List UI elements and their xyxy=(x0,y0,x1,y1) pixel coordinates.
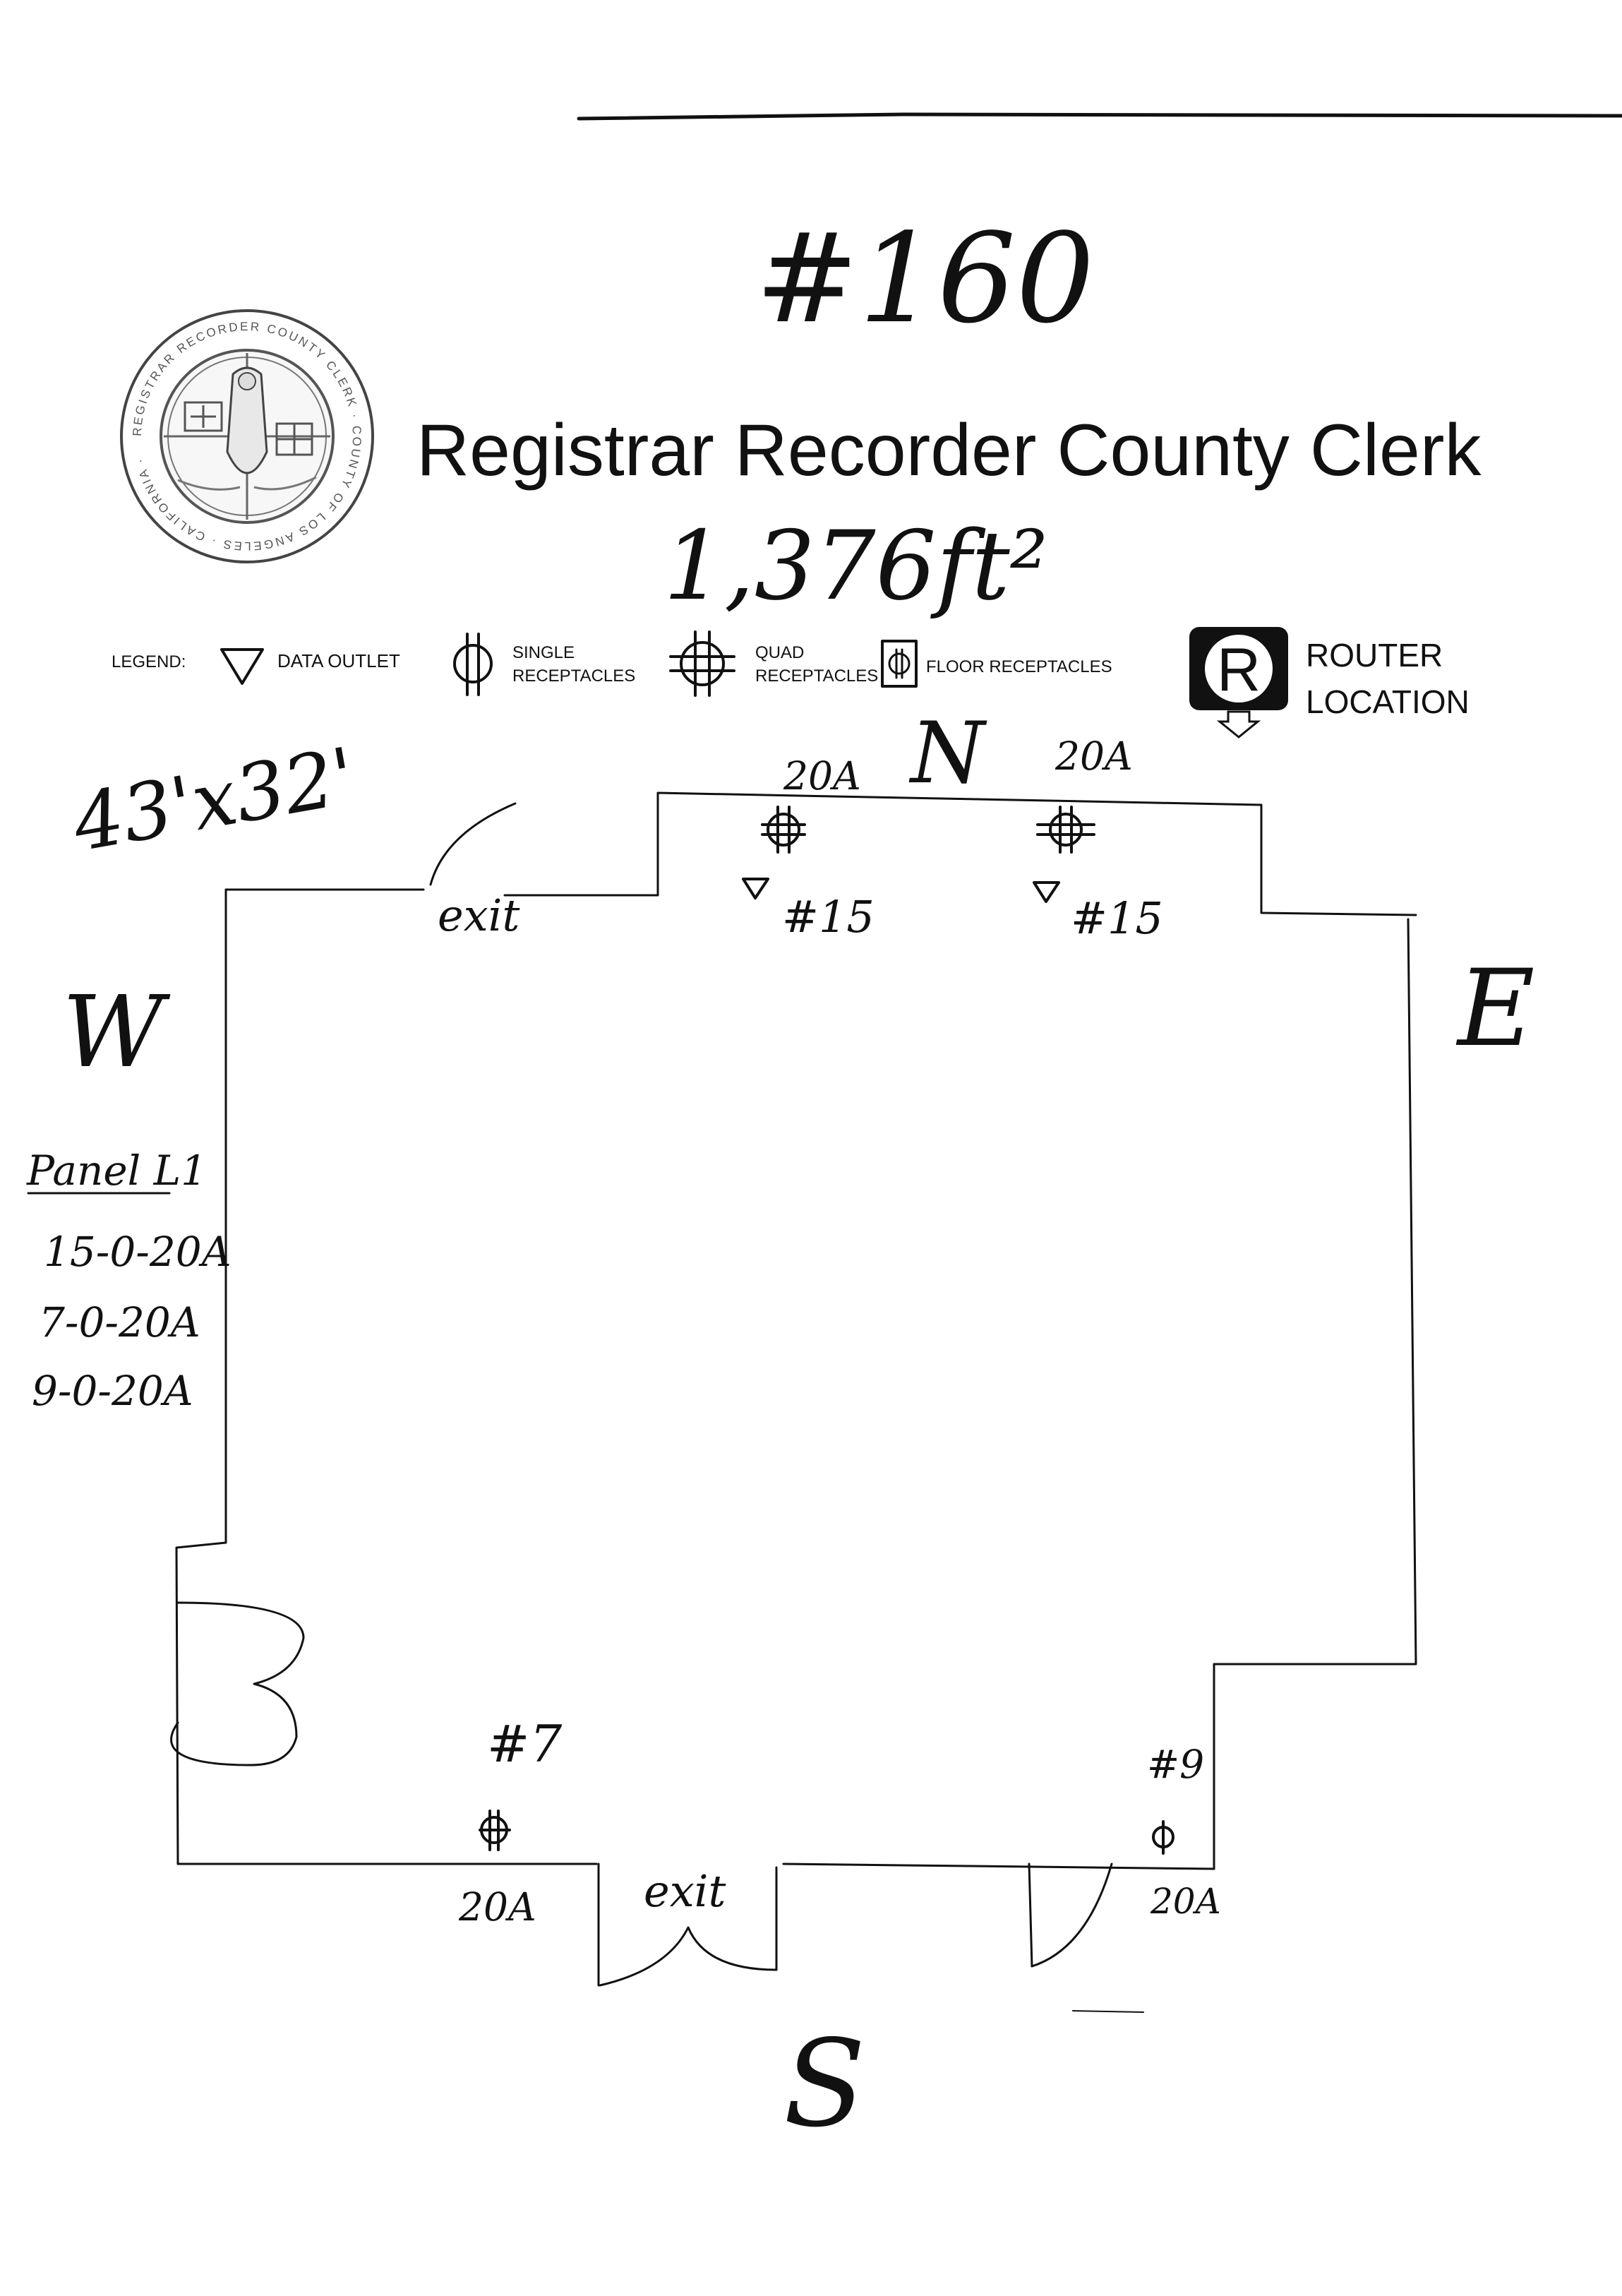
sheet-number: #160 xyxy=(755,208,1095,351)
legend-data-outlet: DATA OUTLET xyxy=(277,650,400,671)
north-left-amp: 20A xyxy=(783,753,861,799)
single-receptacle-south-right xyxy=(1152,1820,1175,1855)
legend-single-line1: SINGLE xyxy=(512,643,575,662)
door-swing-west xyxy=(170,1601,305,1766)
panel-title: Panel L1 xyxy=(26,1147,207,1195)
compass-south: S xyxy=(783,2014,865,2154)
compass-north: N xyxy=(908,705,987,803)
panel-circuit-3: 9-0-20A xyxy=(32,1367,193,1415)
door-swing-north-west xyxy=(429,802,517,886)
area-label: 1,376ft² xyxy=(663,510,1048,621)
south-left-circuit: #7 xyxy=(487,1714,562,1774)
north-right-circuit: #15 xyxy=(1071,892,1163,944)
legend-single-line2: RECEPTACLES xyxy=(512,666,635,686)
legend: LEGEND: DATA OUTLET SINGLE RECEPTACLES Q… xyxy=(112,627,1470,739)
doc-title: Registrar Recorder County Clerk xyxy=(416,409,1482,491)
exit-north-west: exit xyxy=(438,890,519,941)
router-icon: R xyxy=(1189,627,1288,739)
single-receptacle-icon xyxy=(453,633,493,696)
south-left-amp: 20A xyxy=(458,1884,536,1930)
legend-router-line1: ROUTER xyxy=(1306,637,1443,674)
data-outlet-icon xyxy=(220,648,264,685)
south-right-amp: 20A xyxy=(1150,1881,1221,1922)
quad-receptacle-icon xyxy=(669,630,735,697)
south-right-circuit: #9 xyxy=(1147,1742,1204,1787)
north-right-amp: 20A xyxy=(1055,734,1133,779)
data-outlet-north-left xyxy=(742,878,769,899)
single-receptacle-south-left xyxy=(479,1810,511,1851)
data-outlet-north-right xyxy=(1033,881,1060,903)
legend-label: LEGEND: xyxy=(112,652,186,671)
exit-south: exit xyxy=(644,1865,726,1917)
dimensions-label: 43'x32' xyxy=(66,731,362,869)
legend-quad-line2: RECEPTACLES xyxy=(755,666,878,686)
compass-east: E xyxy=(1455,947,1535,1070)
quad-receptacle-north-left xyxy=(761,806,806,854)
router-symbol: R xyxy=(1217,636,1261,704)
floor-receptacle-icon xyxy=(881,640,918,688)
legend-quad-line1: QUAD xyxy=(755,643,804,662)
scan-edge xyxy=(577,112,1622,121)
panel-circuit-2: 7-0-20A xyxy=(39,1298,200,1346)
north-left-circuit: #15 xyxy=(782,891,875,943)
quad-receptacle-north-right xyxy=(1036,806,1095,854)
panel-notes: Panel L1 15-0-20A 7-0-20A 9-0-20A xyxy=(26,1147,232,1415)
panel-circuit-1: 15-0-20A xyxy=(44,1228,232,1276)
door-swing-south xyxy=(599,1926,778,1987)
door-swing-south-east xyxy=(1031,1862,1113,1968)
legend-floor-receptacles: FLOOR RECEPTACLES xyxy=(926,657,1112,676)
compass-west: W xyxy=(62,975,171,1090)
legend-router-line2: LOCATION xyxy=(1306,683,1470,720)
county-seal: REGISTRAR RECORDER COUNTY CLERK · COUNTY… xyxy=(120,309,374,563)
room-outline xyxy=(175,791,1417,2013)
